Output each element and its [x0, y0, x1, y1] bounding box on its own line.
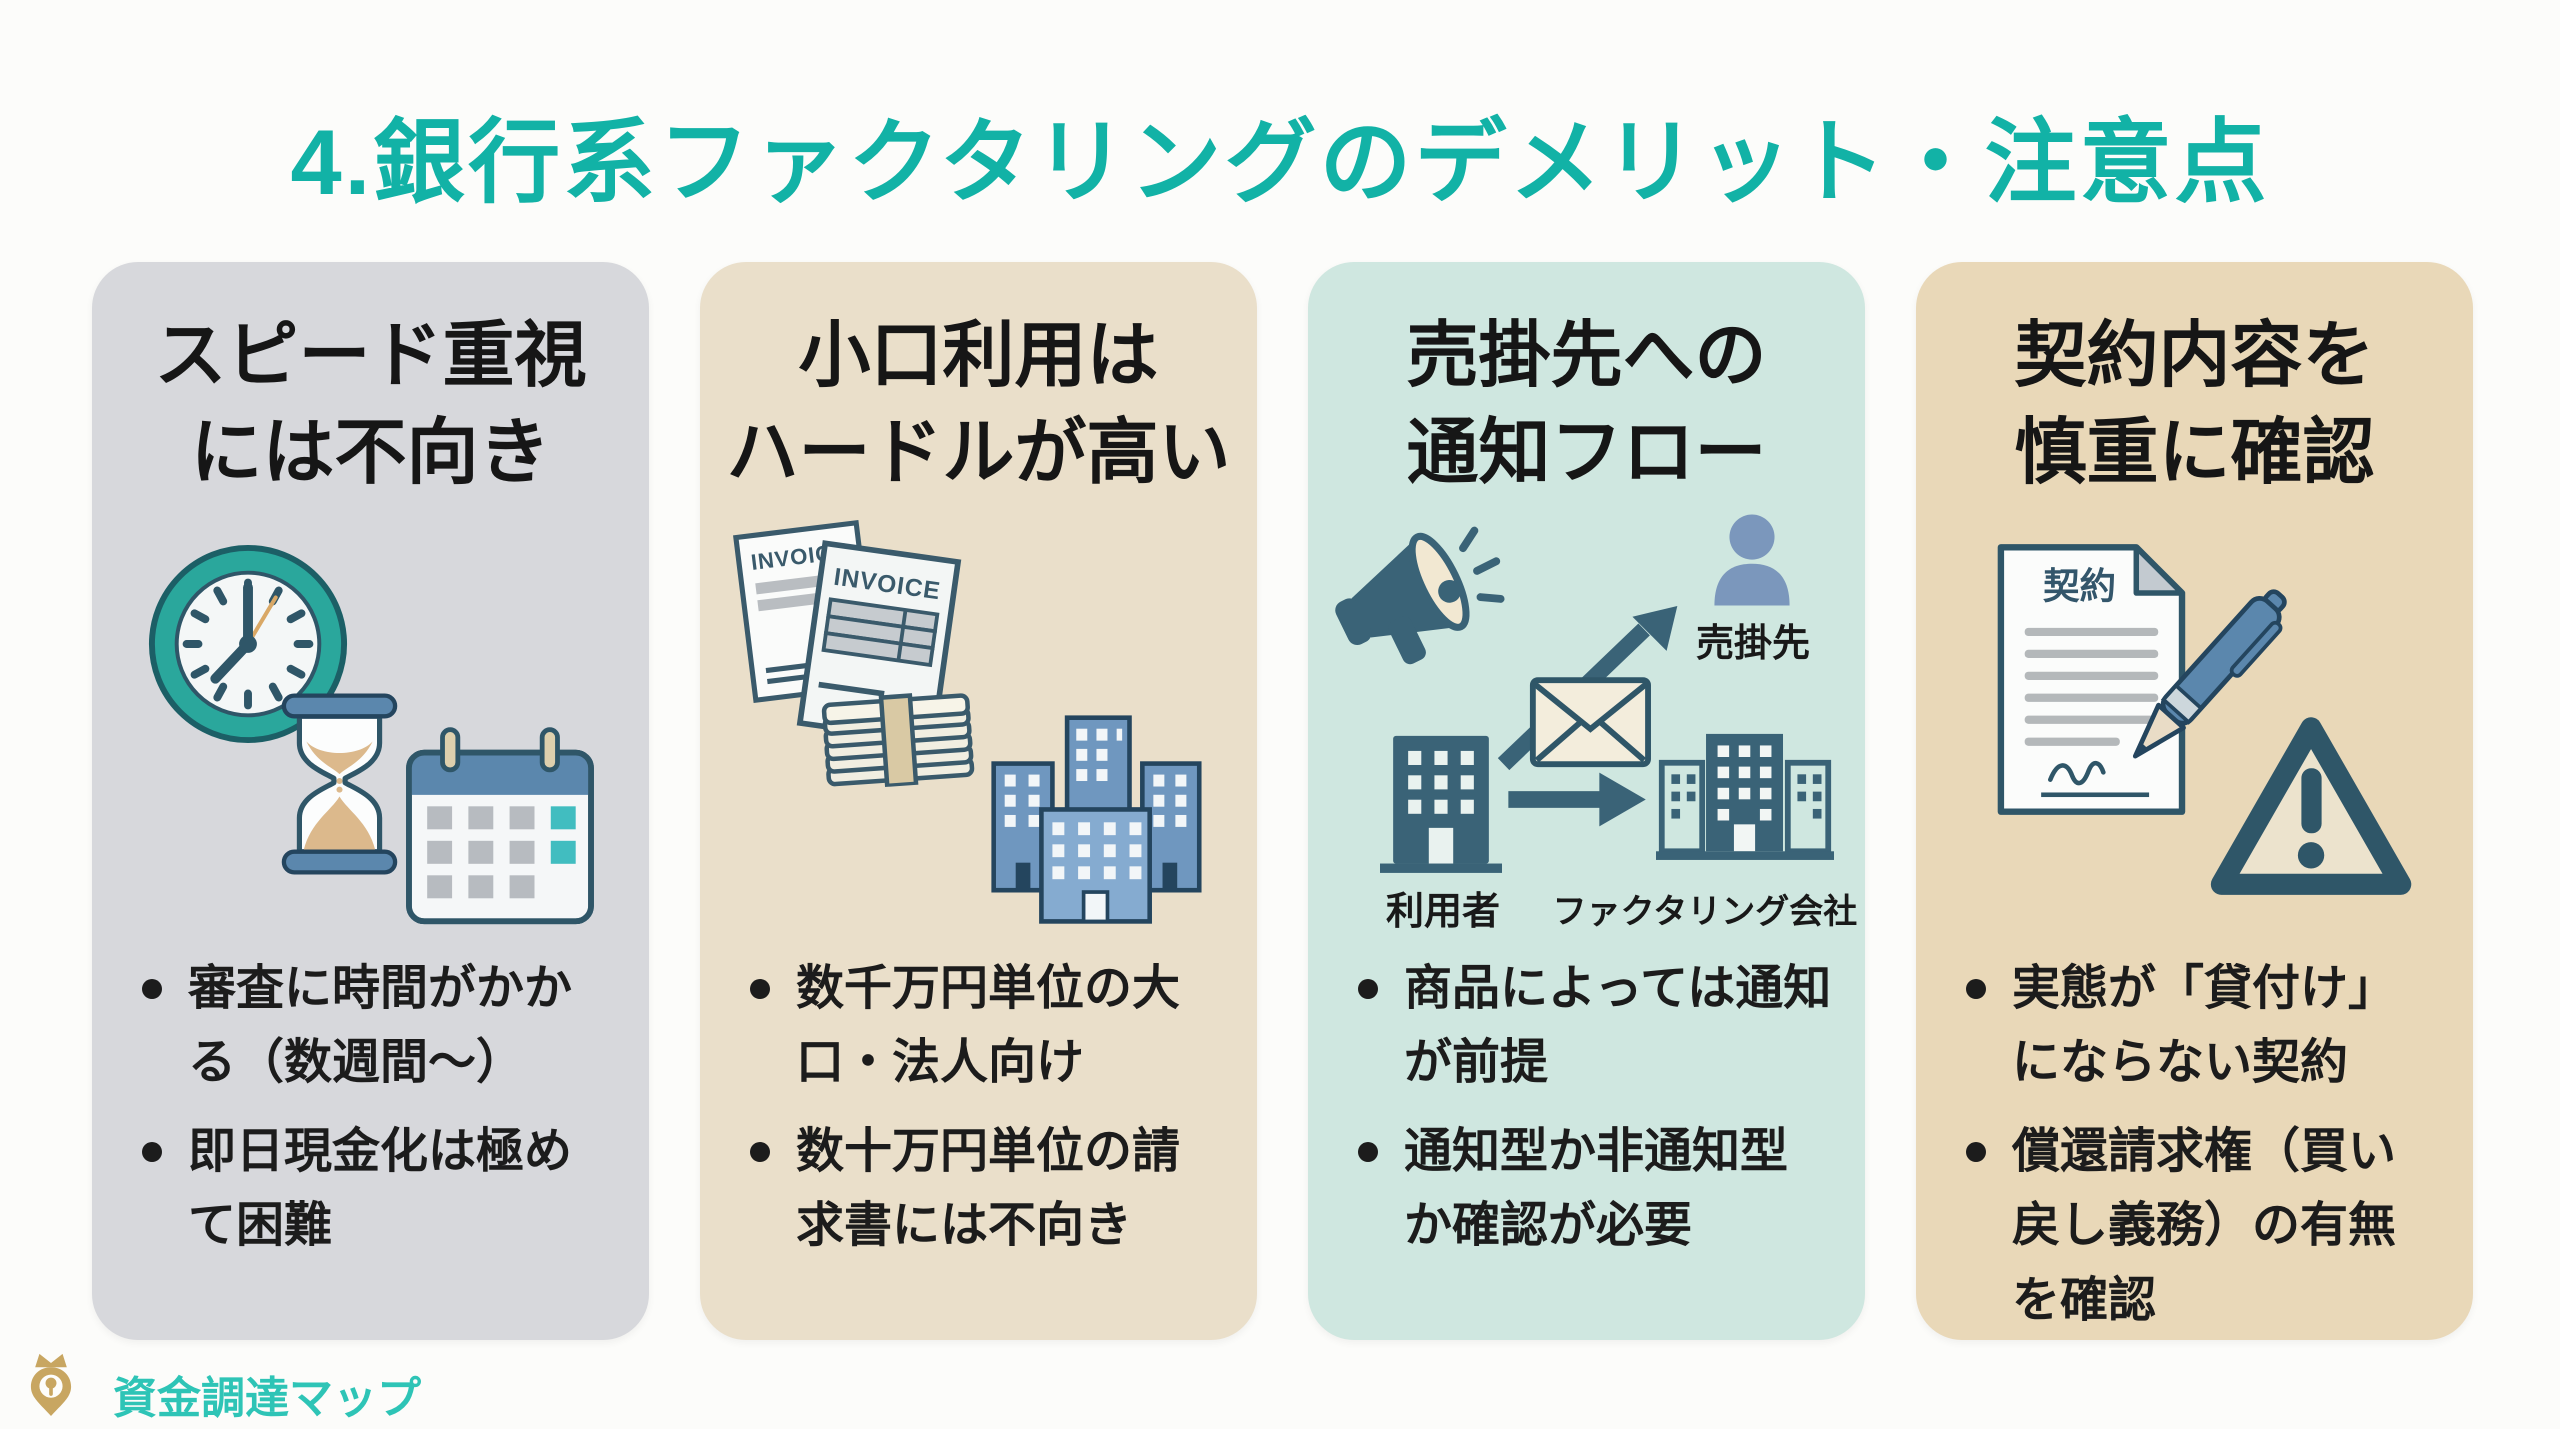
bullet-item: 審査に時間がかかる（数週間〜） — [142, 952, 619, 1101]
company-buildings-icon — [1656, 733, 1834, 860]
card-small-use-title-line2: ハードルが高い — [726, 413, 1231, 494]
card-small-use-illustration: INVOICE INVOICE — [700, 512, 1257, 952]
card-speed-title-line2: には不向き — [190, 413, 551, 494]
envelope-arrow-icon — [1497, 606, 1678, 771]
card-small-use: 小口利用は ハードルが高い INVOICE INVOICE — [700, 262, 1257, 1340]
calendar-icon — [406, 727, 594, 925]
flow-label-debtor: 売掛先 — [1695, 623, 1810, 665]
card-small-use-title-line1: 小口利用は — [798, 316, 1159, 396]
flow-label-factoring: ファクタリング会社 — [1552, 893, 1858, 931]
bullet-item: 即日現金化は極めて困難 — [142, 1115, 619, 1264]
card-speed-title-line1: スピード重視 — [154, 316, 587, 396]
invoice-icon: INVOICE — [796, 540, 962, 745]
arrow-right-icon — [1508, 772, 1646, 827]
bullet-item: 通知型か非通知型か確認が必要 — [1358, 1115, 1835, 1264]
page-title: 4.銀行系ファクタリングのデメリット・注意点 — [290, 112, 2270, 214]
card-small-use-bullets: 数千万円単位の大口・法人向け 数十万円単位の請求書には不向き — [700, 952, 1257, 1278]
flow-label-user: 利用者 — [1385, 891, 1500, 933]
card-contract-check-bullets: 実態が「貸付け」にならない契約 償還請求権（買い戻し義務）の有無を確認 — [1916, 952, 2473, 1352]
bullet-item: 商品によっては通知が前提 — [1358, 952, 1835, 1101]
card-contract-check-title-line1: 契約内容を — [2014, 316, 2375, 396]
warning-icon — [2210, 717, 2412, 895]
person-icon — [1714, 514, 1790, 606]
card-contract-check-title-line2: 慎重に確認 — [2014, 413, 2375, 494]
card-notification-flow: 売掛先への 通知フロー — [1308, 262, 1865, 1340]
contract-icon: 契約 — [1997, 544, 2186, 815]
card-speed: スピード重視 には不向き — [92, 262, 649, 1340]
card-contract-check: 契約内容を 慎重に確認 契約 — [1916, 262, 2473, 1340]
card-notification-flow-title-line1: 売掛先への — [1406, 316, 1767, 396]
svg-text:契約: 契約 — [2043, 566, 2116, 607]
site-logo-text: 資金調達マップ — [113, 1374, 421, 1423]
banknotes-icon — [821, 693, 975, 789]
hourglass-icon — [281, 693, 398, 875]
user-building-icon — [1380, 735, 1502, 873]
card-contract-check-title: 契約内容を 慎重に確認 — [1926, 308, 2463, 502]
card-notification-flow-illustration: 売掛先 利用者 — [1308, 512, 1865, 952]
card-speed-bullets: 審査に時間がかかる（数週間〜） 即日現金化は極めて困難 — [92, 952, 649, 1278]
card-small-use-title: 小口利用は ハードルが高い — [710, 308, 1247, 502]
card-notification-flow-title: 売掛先への 通知フロー — [1318, 308, 1855, 502]
pen-icon — [2132, 589, 2287, 759]
card-speed-title: スピード重視 には不向き — [102, 308, 639, 502]
card-notification-flow-title-line2: 通知フロー — [1406, 413, 1767, 494]
bullet-item: 償還請求権（買い戻し義務）の有無を確認 — [1966, 1115, 2443, 1338]
bullet-item: 数十万円単位の請求書には不向き — [750, 1115, 1227, 1264]
map-pin-crown-icon — [30, 1353, 72, 1416]
bullet-item: 数千万円単位の大口・法人向け — [750, 952, 1227, 1101]
card-contract-check-illustration: 契約 — [1916, 512, 2473, 952]
clock-icon — [148, 544, 348, 744]
megaphone-icon — [1335, 526, 1505, 665]
buildings-icon — [991, 715, 1202, 924]
card-notification-flow-bullets: 商品によっては通知が前提 通知型か非通知型か確認が必要 — [1308, 952, 1865, 1278]
bullet-item: 実態が「貸付け」にならない契約 — [1966, 952, 2443, 1101]
card-speed-illustration — [92, 512, 649, 952]
